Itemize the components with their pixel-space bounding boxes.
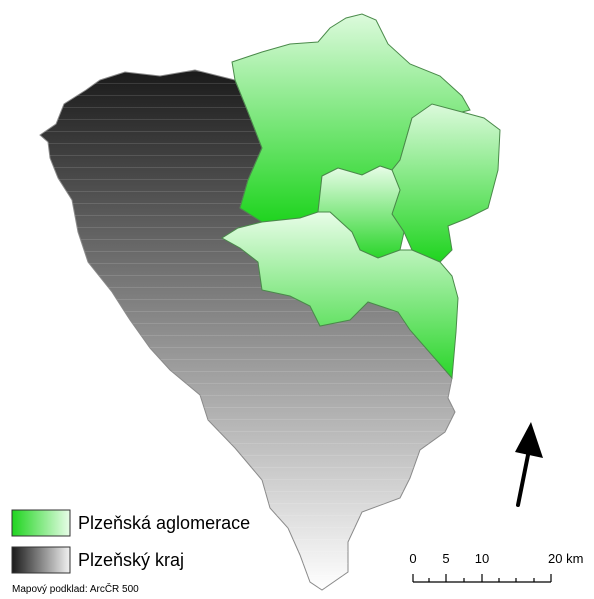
agglomeration-unit-south [221,211,459,380]
legend: Plzeňská aglomerace Plzeňský kraj Mapový… [11,509,250,595]
scale-tick-label-5: 5 [442,551,449,566]
legend-label-region: Plzeňský kraj [78,550,184,570]
scale-tick-label-20: 20 km [548,551,583,566]
scale-bar: 0 5 10 20 km [409,551,583,583]
scale-tick-label-0: 0 [409,551,416,566]
legend-item-region: Plzeňský kraj [11,546,184,574]
north-arrow-icon [515,422,543,507]
legend-swatch-agglomeration [11,509,71,537]
legend-label-agglomeration: Plzeňská aglomerace [78,513,250,533]
scale-tick-label-10: 10 [475,551,489,566]
map-credit: Mapový podklad: ArcČR 500 [12,582,139,595]
scale-bar-line [412,574,552,583]
legend-item-agglomeration: Plzeňská aglomerace [11,509,250,537]
agglomeration-plzenska [221,13,501,380]
legend-swatch-region [11,546,71,574]
